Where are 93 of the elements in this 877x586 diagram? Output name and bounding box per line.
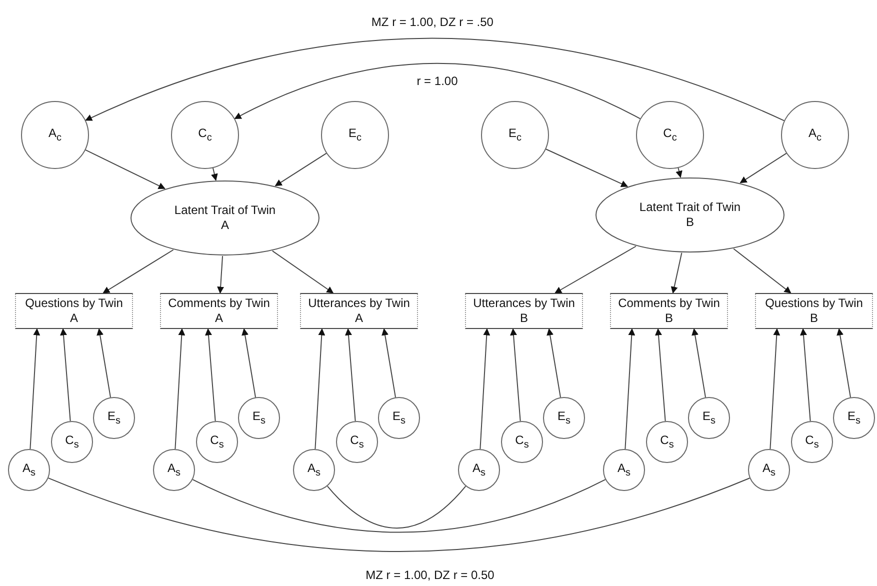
factor-circle	[833, 397, 875, 439]
arrow	[740, 152, 787, 184]
arrow	[733, 248, 792, 294]
factor-label: A$_{s}$	[617, 460, 630, 480]
arrow	[345, 328, 356, 422]
arrow	[480, 328, 490, 450]
node-label: Utterances by Twin B	[472, 296, 576, 326]
arrow	[770, 328, 780, 450]
factor-label: C$_{c}$	[198, 126, 212, 144]
arrow	[314, 328, 326, 450]
arrow	[510, 328, 521, 422]
measure-box	[160, 293, 278, 329]
arrow	[30, 328, 40, 450]
arrow	[800, 328, 811, 422]
node-label: Questions by Twin A	[24, 296, 124, 326]
arrow	[546, 328, 561, 398]
node-label: Latent Trait of Twin B	[638, 200, 742, 230]
node-label: Questions by Twin B	[764, 296, 864, 326]
factor-label: C$_{s}$	[210, 432, 224, 452]
arrow	[624, 328, 636, 450]
factor-label: C$_{s}$	[350, 432, 364, 452]
correlation-arc	[48, 478, 750, 552]
factor-circle	[501, 421, 543, 463]
arrow	[211, 168, 218, 181]
factor-label: E$_{s}$	[557, 408, 570, 428]
node-label: Comments by Twin A	[167, 296, 271, 326]
factor-circle	[8, 449, 50, 491]
arrow	[174, 328, 186, 450]
factor-label: E$_{s}$	[252, 408, 266, 428]
measure-box	[755, 293, 873, 329]
arrow	[655, 328, 666, 422]
factor-circle	[51, 421, 93, 463]
measure-box	[465, 293, 583, 329]
factor-label: E$_{s}$	[392, 408, 406, 428]
arrow	[545, 148, 628, 187]
arrow	[272, 250, 334, 294]
correlation-arc	[85, 38, 785, 122]
arrow	[205, 328, 216, 422]
arrow	[85, 149, 166, 190]
correlation-arc	[192, 479, 606, 533]
arrow	[692, 328, 706, 398]
factor-label: C$_{c}$	[663, 126, 677, 144]
factor-circle	[646, 421, 688, 463]
factor-label: E$_{s}$	[702, 408, 716, 428]
arrow	[242, 328, 256, 398]
arrow	[96, 328, 111, 398]
factor-label: E$_{s}$	[107, 408, 120, 428]
factor-circle	[336, 421, 378, 463]
arrow	[274, 152, 327, 186]
factor-circle	[196, 421, 238, 463]
factor-circle	[543, 397, 585, 439]
factor-label: A$_{c}$	[808, 126, 822, 144]
factor-circle	[603, 449, 645, 491]
arrow	[676, 167, 682, 178]
factor-circle	[688, 397, 730, 439]
node-label: Latent Trait of Twin A	[173, 203, 277, 233]
factor-label: A$_{s}$	[22, 460, 36, 480]
factor-label: A$_{s}$	[167, 460, 180, 480]
factor-circle	[153, 449, 195, 491]
factor-label: C$_{s}$	[805, 432, 819, 452]
factor-label: A$_{s}$	[762, 460, 776, 480]
measure-box	[15, 293, 133, 329]
arrow	[836, 328, 851, 398]
correlation-arc	[326, 486, 466, 529]
factor-circle	[238, 397, 280, 439]
latent-trait-ellipse	[130, 180, 320, 256]
arrow	[554, 246, 636, 294]
factor-label: E$_{c}$	[508, 126, 522, 144]
node-label: Utterances by Twin A	[307, 296, 411, 326]
node-label: Comments by Twin B	[617, 296, 721, 326]
correlation-arc	[234, 62, 641, 120]
latent-trait-ellipse	[595, 177, 785, 253]
factor-circle	[748, 449, 790, 491]
factor-circle	[458, 449, 500, 491]
factor-circle	[293, 449, 335, 491]
measure-box	[610, 293, 728, 329]
factor-label: A$_{c}$	[48, 126, 62, 144]
arrow	[670, 252, 682, 294]
factor-label: C$_{s}$	[515, 432, 529, 452]
arrow	[102, 249, 174, 294]
factor-label: E$_{c}$	[348, 126, 362, 144]
factor-label: C$_{s}$	[65, 432, 79, 452]
arrow	[382, 328, 396, 398]
factor-label: C$_{s}$	[660, 432, 674, 452]
factor-label: E$_{s}$	[847, 408, 860, 428]
factor-circle	[93, 397, 135, 439]
factor-label: A$_{s}$	[307, 460, 320, 480]
factor-circle	[791, 421, 833, 463]
measure-box	[300, 293, 418, 329]
factor-label: A$_{s}$	[472, 460, 486, 480]
factor-circle	[378, 397, 420, 439]
arrow	[60, 328, 71, 422]
arrow	[217, 255, 224, 294]
